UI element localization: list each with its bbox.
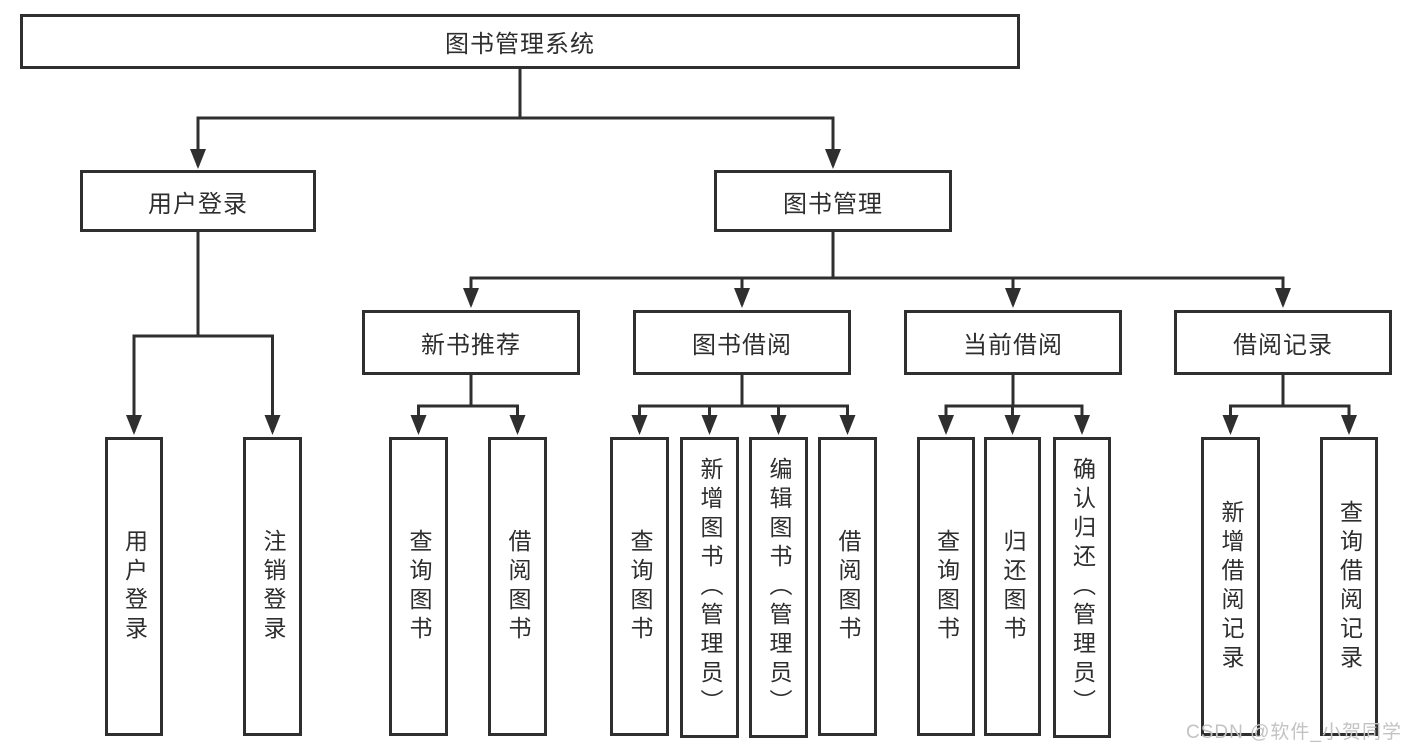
connector-book-borrowing-branch <box>631 375 856 435</box>
connector-user-login-branch <box>126 232 281 435</box>
leaf-nbr-borrow-books: 借阅图书 <box>488 437 547 736</box>
leaf-cb-confirm-return-admin: 确认归还（管理员） <box>1053 437 1111 738</box>
leaf-bb-borrow-books: 借阅图书 <box>818 437 877 736</box>
connector-root-to-level2 <box>190 67 841 169</box>
connector-book-management-branch <box>463 232 1291 308</box>
node-new-book-recommend: 新书推荐 <box>362 310 580 375</box>
leaf-nbr-query-books: 查询图书 <box>389 437 448 736</box>
csdn-watermark: CSDN @软件_小贺同学 <box>1186 722 1402 743</box>
node-book-management: 图书管理 <box>714 170 952 232</box>
leaf-bb-add-books-admin: 新增图书（管理员） <box>680 437 739 738</box>
leaf-user-login: 用户登录 <box>105 437 163 736</box>
connector-current-borrowing-branch <box>938 375 1090 435</box>
leaf-cb-query-books: 查询图书 <box>917 437 975 736</box>
leaf-cb-return-books: 归还图书 <box>984 437 1041 736</box>
node-root: 图书管理系统 <box>20 14 1020 69</box>
node-user-login: 用户登录 <box>80 170 316 232</box>
connector-borrowing-records-branch <box>1222 375 1357 435</box>
connector-new-book-recommend-branch <box>410 375 526 435</box>
node-current-borrowing: 当前借阅 <box>904 310 1122 375</box>
leaf-br-add-record: 新增借阅记录 <box>1201 437 1260 736</box>
leaf-bb-edit-books-admin: 编辑图书（管理员） <box>749 437 808 738</box>
node-book-borrowing: 图书借阅 <box>633 310 851 375</box>
leaf-logout: 注销登录 <box>243 437 302 736</box>
leaf-br-query-record: 查询借阅记录 <box>1320 437 1378 736</box>
node-borrowing-records: 借阅记录 <box>1174 310 1392 375</box>
leaf-bb-query-books: 查询图书 <box>610 437 669 736</box>
